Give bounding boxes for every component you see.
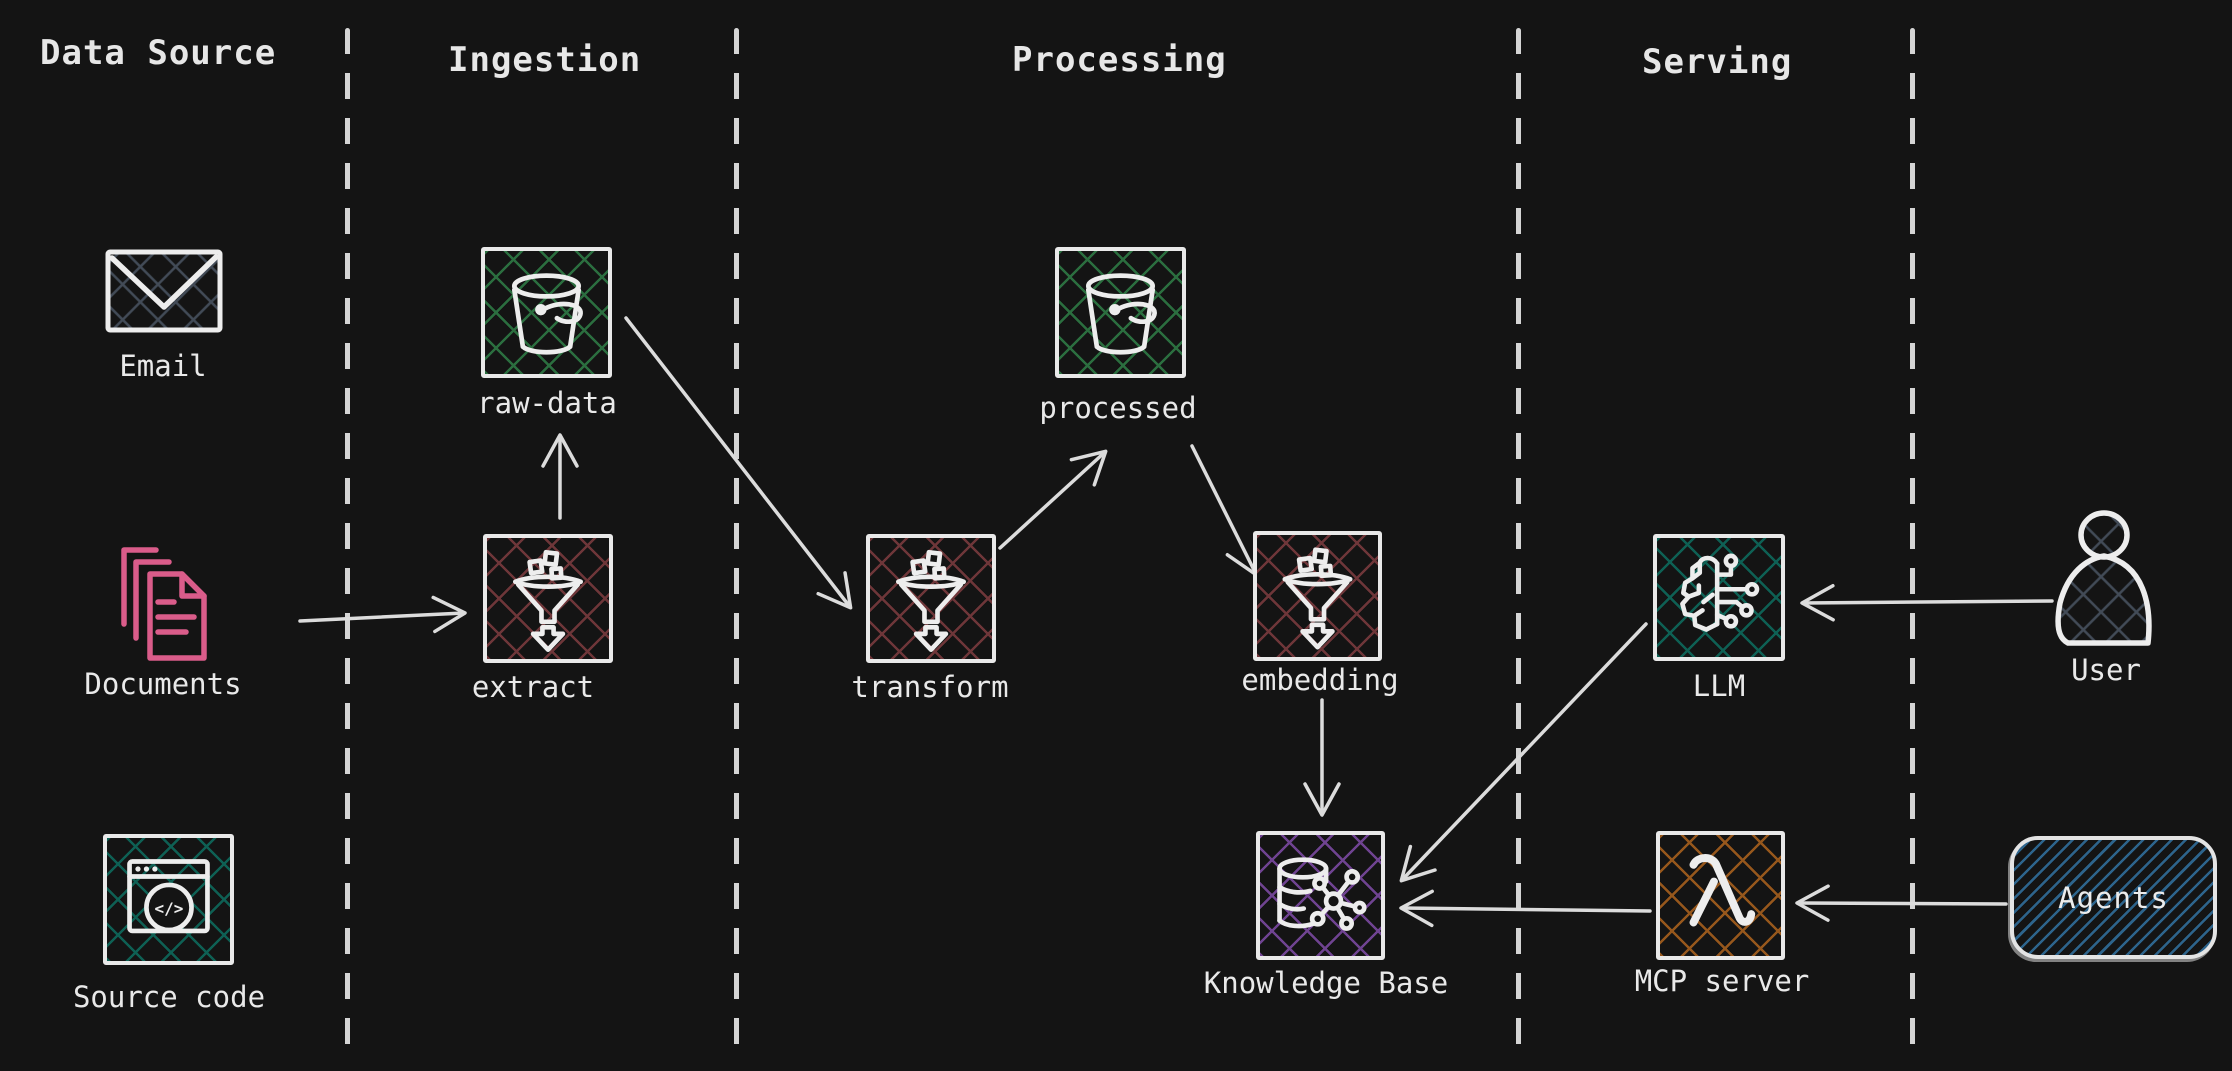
edge-processed-embedding	[1190, 444, 1260, 577]
s3-bucket-icon	[481, 247, 612, 378]
lambda-icon	[1656, 831, 1785, 960]
lane-divider-1	[345, 28, 350, 1056]
section-header-processing: Processing	[1012, 40, 1227, 80]
source-code-label: Source code	[72, 980, 266, 1014]
agents-node: Agents	[2010, 836, 2217, 959]
section-header-serving: Serving	[1642, 42, 1793, 82]
funnel-icon	[1253, 531, 1382, 661]
user-label: User	[2071, 653, 2141, 687]
database-graph-icon	[1256, 831, 1385, 960]
documents-label: Documents	[84, 667, 242, 701]
s3-bucket-icon	[1055, 247, 1186, 378]
edge-rawdata-transform	[624, 316, 853, 610]
llm-label: LLM	[1692, 669, 1746, 703]
lane-divider-3	[1516, 28, 1521, 1056]
code-window-icon: </>	[103, 834, 234, 965]
processed-label: processed	[1039, 391, 1197, 425]
email-label: Email	[119, 349, 207, 383]
section-header-ingestion: Ingestion	[448, 40, 642, 80]
extract-label: extract	[471, 670, 595, 704]
brain-circuit-icon	[1653, 534, 1785, 661]
envelope-icon	[105, 249, 223, 333]
svg-text:</>: </>	[155, 899, 184, 918]
mcp-server-label: MCP server	[1634, 964, 1810, 998]
documents-icon	[121, 547, 207, 661]
edge-agents-mcpserver	[1795, 884, 2008, 922]
edge-llm-knowledgebase	[1399, 622, 1648, 883]
transform-label: transform	[851, 670, 1009, 704]
edge-user-llm	[1800, 584, 2054, 622]
lane-divider-4	[1910, 28, 1915, 1056]
funnel-icon	[866, 534, 996, 663]
person-icon	[2055, 510, 2152, 646]
agents-label: Agents	[2058, 880, 2169, 915]
edge-transform-processed	[998, 449, 1108, 550]
embedding-label: embedding	[1241, 663, 1399, 697]
raw-data-label: raw-data	[477, 386, 617, 420]
edge-documents-extract	[298, 595, 467, 634]
funnel-icon	[483, 534, 613, 663]
section-header-data-source: Data Source	[40, 33, 277, 73]
edge-mcpserver-knowledgebase	[1399, 889, 1652, 928]
knowledge-base-label: Knowledge Base	[1203, 966, 1449, 1000]
lane-divider-2	[734, 28, 739, 1056]
